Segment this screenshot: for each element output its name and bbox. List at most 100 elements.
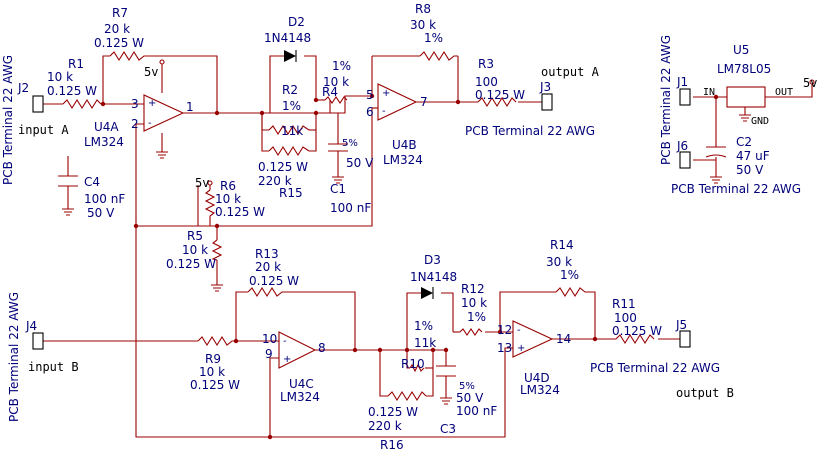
resistor-r15-ref: R15: [279, 186, 303, 200]
resistor-r12-value: 10 k: [461, 296, 487, 310]
resistor-r7-power: 0.125 W: [94, 36, 144, 50]
connector-j4: J4 input B PCB Terminal 22 AWG: [7, 292, 79, 422]
capacitor-c4-voltage: 50 V: [87, 206, 115, 220]
resistor-r1-value: 10 k: [47, 70, 73, 84]
connector-j2-ref: J2: [17, 81, 29, 95]
resistor-r2-tol: 1%: [282, 99, 301, 113]
resistor-r3: R3 100 0.125 W: [475, 57, 525, 108]
resistor-r5-value: 10 k: [182, 243, 208, 257]
resistor-r9: R9 10 k 0.125 W: [190, 335, 240, 392]
resistor-r16-ref: R16: [380, 438, 404, 451]
regulator-u5-pin-in: IN: [703, 87, 715, 98]
resistor-r8: R8 30 k 1%: [410, 2, 458, 62]
capacitor-c4-ref: C4: [84, 175, 100, 189]
resistor-r3-power: 0.125 W: [475, 88, 525, 102]
svg-text:-: -: [517, 325, 521, 336]
resistor-r2-ref: R2: [282, 83, 298, 97]
diode-d3-value: 1N4148: [410, 270, 457, 284]
diode-d3: D3 1N4148: [410, 253, 457, 299]
capacitor-c1-tol: 5%: [342, 138, 358, 149]
resistor-r5-ref: R5: [187, 229, 203, 243]
connector-j3: J3 output A PCB Terminal 22 AWG: [465, 65, 600, 138]
resistor-r9-ref: R9: [205, 352, 221, 366]
resistor-r7-ref: R7: [112, 6, 128, 20]
opamp-u4a-ref: U4A: [94, 120, 119, 134]
opamp-u4b-pin-out: 7: [420, 95, 428, 109]
capacitor-c3-ref: C3: [440, 422, 456, 436]
diode-d3-ref: D3: [424, 253, 441, 267]
svg-text:+: +: [517, 343, 525, 354]
capacitor-c4: C4 100 nF 50 V: [58, 175, 125, 220]
resistor-r11-ref: R11: [612, 297, 636, 311]
svg-text:-: -: [283, 336, 287, 347]
capacitor-c2-value: 47 uF: [736, 149, 770, 163]
opamp-u4c-pin-out: 8: [318, 341, 326, 355]
connector-j4-net: input B: [28, 360, 79, 374]
opamp-u4a-value: LM324: [84, 135, 124, 149]
resistor-r6-value: 10 k: [215, 192, 241, 206]
wires: [43, 55, 813, 438]
svg-text:-: -: [148, 118, 152, 129]
capacitor-c3: 5% 50 V 100 nF C3: [436, 365, 497, 436]
capacitor-c1-voltage: 50 V: [346, 156, 374, 170]
opamp-u4a: + - 3 2 1 U4A LM324 5v: [84, 59, 194, 159]
connector-j6-ref: J6: [676, 139, 688, 153]
resistor-r13-power: 0.125 W: [249, 274, 299, 288]
opamp-u4d-ref: U4D: [524, 371, 550, 385]
resistor-r15: 0.125 W 220 k R15: [258, 145, 310, 200]
opamp-u4c-value: LM324: [280, 390, 320, 404]
capacitor-c4-value: 100 nF: [84, 192, 125, 206]
resistor-r14-value: 30 k: [546, 255, 572, 269]
supply-5v-r6: 5v: [195, 176, 213, 190]
diode-d2-value: 1N4148: [264, 31, 311, 45]
resistor-r4-tol: 1%: [332, 59, 351, 73]
connector-j2: J2 input A PCB Terminal 22 AWG: [1, 55, 69, 185]
resistor-r3-ref: R3: [478, 57, 494, 71]
opamp-u4d-pin-in2: 13: [497, 341, 512, 355]
svg-text:+: +: [283, 354, 291, 365]
resistor-r1-ref: R1: [68, 57, 84, 71]
resistor-r10-ref: R10: [401, 357, 425, 371]
connector-j5: J5 output B PCB Terminal 22 AWG: [590, 318, 734, 400]
resistor-r10-value: 11k: [414, 336, 436, 350]
opamp-u4c-pin-in1: 10: [262, 332, 277, 346]
capacitor-c2-ref: C2: [736, 135, 752, 149]
supply-5v-regulator: 5v: [803, 76, 817, 90]
connector-j5-ref: J5: [675, 318, 687, 332]
resistor-r14-ref: R14: [550, 238, 574, 252]
capacitor-c3-voltage: 50 V: [456, 391, 484, 405]
resistor-r9-power: 0.125 W: [190, 378, 240, 392]
opamp-u4b-value: LM324: [383, 153, 423, 167]
resistor-r4-value: 10 k: [323, 75, 349, 89]
opamp-u4c: - + 10 9 8 U4C LM324: [262, 331, 326, 404]
opamp-u4d-value: LM324: [520, 383, 560, 397]
opamp-u4c-ref: U4C: [289, 377, 314, 391]
resistor-r13: R13 20 k 0.125 W: [247, 247, 299, 298]
regulator-u5-pin-out: OUT: [775, 87, 793, 98]
connector-j6: J6 PCB Terminal 22 AWG: [671, 139, 801, 196]
resistor-r13-ref: R13: [255, 247, 279, 261]
capacitor-c1: 5% 50 V C1 100 nF: [328, 138, 374, 215]
svg-text:-: -: [382, 106, 386, 117]
resistor-r14: R14 30 k 1%: [546, 238, 590, 298]
resistor-r4: 1% 10 k R4: [322, 59, 351, 104]
opamp-u4c-pin-in2: 9: [265, 347, 273, 361]
opamp-u4b-ref: U4B: [392, 138, 417, 152]
resistor-r2-value: 11k: [281, 124, 303, 138]
capacitor-c1-value: 100 nF: [330, 201, 371, 215]
resistor-r2: R2 1% 11k: [268, 83, 310, 138]
capacitor-c2-voltage: 50 V: [736, 163, 764, 177]
regulator-u5-ref: U5: [733, 43, 749, 57]
regulator-u5-value: LM78L05: [717, 62, 771, 76]
resistor-r16: 0.125 W 220 k R16: [368, 390, 427, 451]
regulator-u5-pin-gnd: GND: [751, 116, 769, 127]
opamp-u4d: - + 12 13 14 U4D LM324: [497, 320, 571, 397]
resistor-r16-value: 220 k: [368, 419, 402, 433]
opamp-u4d-pin-out: 14: [556, 332, 571, 346]
svg-text:+: +: [148, 98, 156, 109]
connector-j3-value: PCB Terminal 22 AWG: [465, 124, 595, 138]
opamp-u4a-pin-in1: 3: [131, 97, 139, 111]
connector-j1-value-bottom: PCB Terminal 22 AWG: [671, 182, 801, 196]
resistor-r6-ref: R6: [220, 179, 236, 193]
